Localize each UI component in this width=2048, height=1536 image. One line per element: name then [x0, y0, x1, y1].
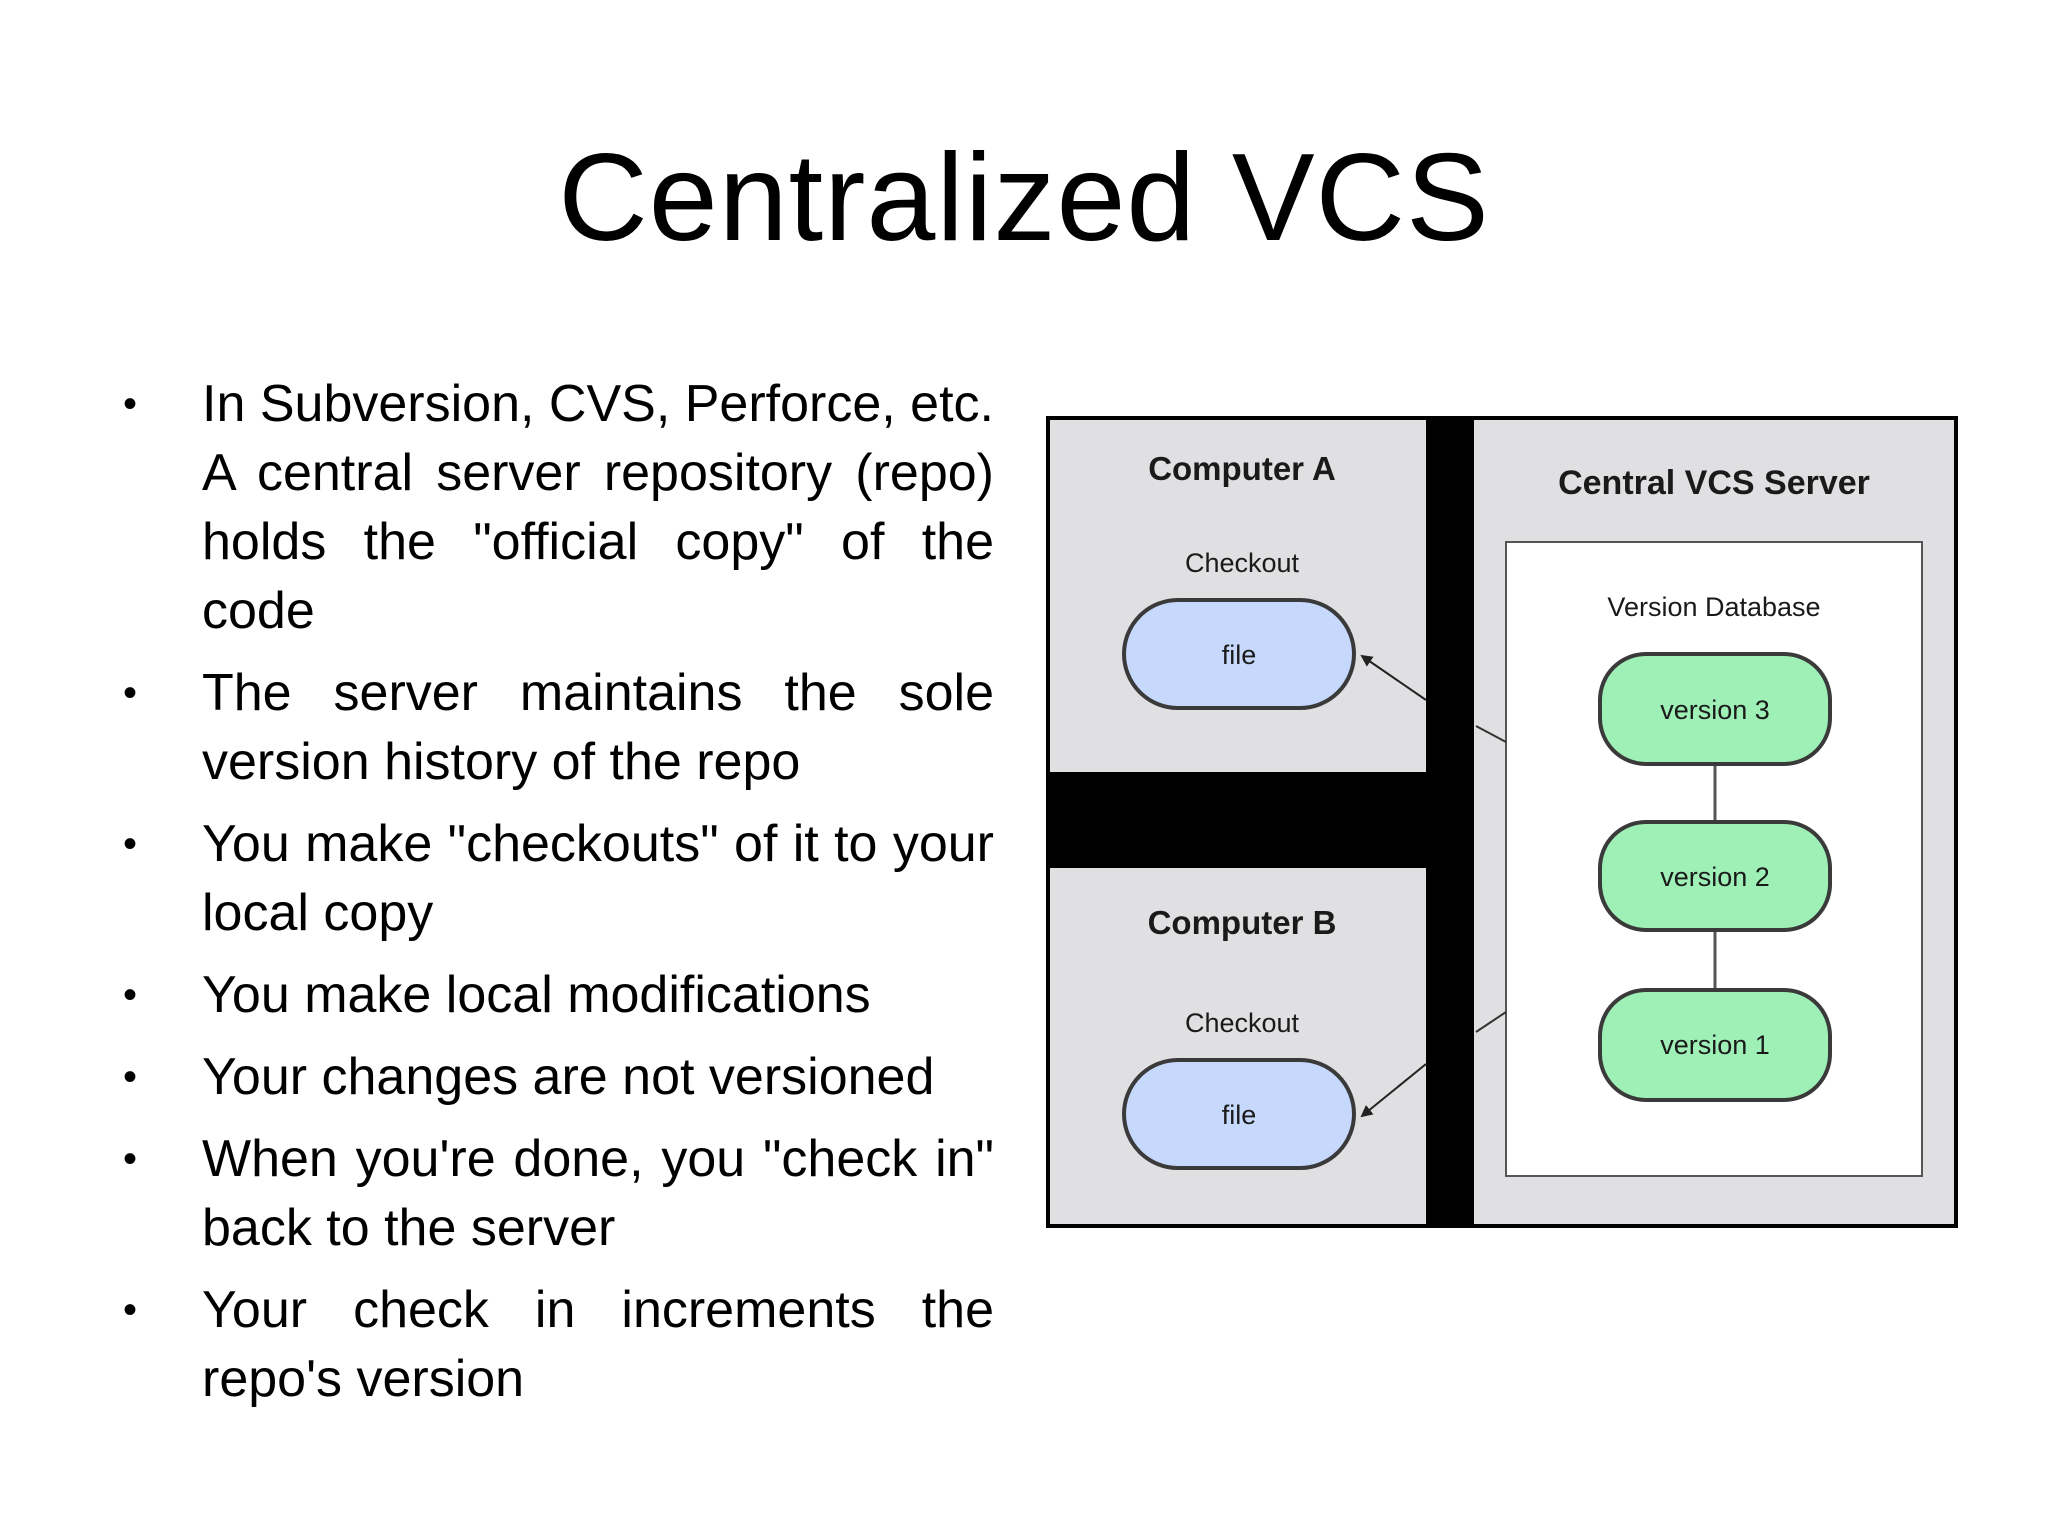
- bullet-marker: •: [123, 1137, 138, 1181]
- bullet-marker: •: [123, 973, 138, 1017]
- bullet-item: • In Subversion, CVS, Perforce, etc. A ce…: [118, 370, 994, 646]
- bullet-text: When you're done, you "check in" back to…: [202, 1130, 994, 1257]
- computer-a-panel: [1050, 420, 1426, 772]
- bullet-text: Your check in increments the repo's vers…: [202, 1281, 994, 1408]
- bullet-item: • You make local modifications: [118, 961, 994, 1030]
- computer-a-checkout-label: Checkout: [1185, 548, 1300, 578]
- version-1-pill: [1598, 988, 1832, 1102]
- checkout-arrow-a-segment: [1475, 725, 1507, 743]
- computer-a-file-pill: [1122, 598, 1356, 710]
- bullet-item: • When you're done, you "check in" back t…: [118, 1125, 994, 1263]
- bullet-marker: •: [123, 382, 138, 426]
- computer-a-title: Computer A: [1148, 450, 1336, 487]
- version-3-label: version 3: [1660, 695, 1770, 725]
- computer-b-title: Computer B: [1148, 904, 1337, 941]
- bullet-item: • You make "checkouts" of it to your loca…: [118, 810, 994, 948]
- checkout-arrow-b: [1360, 1063, 1427, 1118]
- checkout-arrow-a: [1360, 654, 1427, 701]
- computer-b-file-pill: [1122, 1058, 1356, 1170]
- bullet-text: Your changes are not versioned: [202, 1048, 935, 1106]
- computer-a-file-label: file: [1222, 640, 1257, 670]
- bullet-text: In Subversion, CVS, Perforce, etc. A cen…: [202, 375, 994, 640]
- bullet-list: • In Subversion, CVS, Perforce, etc. A ce…: [118, 370, 994, 1427]
- bullet-text: You make "checkouts" of it to your local…: [202, 815, 994, 942]
- server-title: Central VCS Server: [1558, 464, 1870, 502]
- version-2-label: version 2: [1660, 862, 1770, 892]
- bullet-marker: •: [123, 1055, 138, 1099]
- bullet-text: The server maintains the sole version hi…: [202, 664, 994, 791]
- computer-b-checkout-label: Checkout: [1185, 1008, 1300, 1038]
- bullet-item: • The server maintains the sole version h…: [118, 659, 994, 797]
- version-2-pill: [1598, 820, 1832, 932]
- bullet-item: • Your changes are not versioned: [118, 1043, 994, 1112]
- checkout-arrow-b-segment: [1475, 1011, 1507, 1033]
- version-3-pill: [1598, 652, 1832, 766]
- slide-title: Centralized VCS: [558, 129, 1490, 267]
- version-1-label: version 1: [1660, 1030, 1770, 1060]
- bullet-marker: •: [123, 671, 138, 715]
- bullet-item: • Your check in increments the repo's ver…: [118, 1276, 994, 1414]
- computer-b-file-label: file: [1222, 1100, 1257, 1130]
- bullet-marker: •: [123, 1288, 138, 1332]
- centralized-vcs-diagram: Computer A Checkout file Computer B Chec…: [1046, 416, 1958, 1228]
- bullet-text: You make local modifications: [202, 966, 871, 1024]
- bullet-marker: •: [123, 822, 138, 866]
- version-database-label: Version Database: [1607, 592, 1820, 622]
